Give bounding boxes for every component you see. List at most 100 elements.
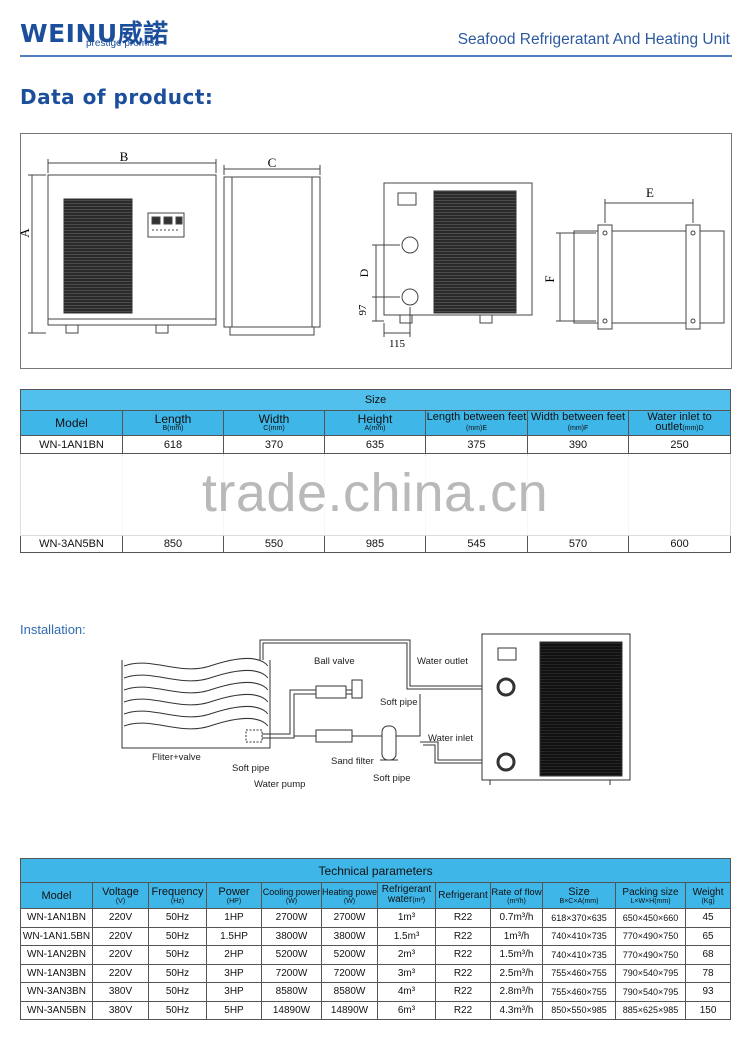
table-cell: R22 (435, 963, 491, 983)
table-cell: 68 (684, 945, 732, 965)
dim-label-d: D (357, 268, 371, 277)
table-cell: 220V (92, 945, 149, 965)
dim-label-97: 97 (357, 304, 369, 316)
size-col-length-feet: Length between feet (mm)E (425, 410, 528, 436)
tech-col-refrigerant-water: Refrigerant water(m³) (377, 882, 436, 909)
size-col-water: Water inlet to outlet(mm)D (627, 410, 732, 436)
product-dimension-diagram: B A C D 97 115 (20, 149, 725, 350)
front-view (28, 159, 217, 334)
tech-table-header-row: Model Voltage(V) Frequency(Hz) Power(HP)… (20, 882, 732, 909)
table-cell: 885×625×985 (615, 1000, 686, 1020)
table-cell: 50Hz (148, 908, 207, 928)
size-table-caption: Size (19, 389, 732, 411)
table-cell: 1.5m³/h (490, 945, 543, 965)
header-divider (20, 55, 732, 57)
water-tank (121, 658, 271, 749)
tech-col-heating: Heating power(W) (321, 882, 378, 909)
back-view (372, 182, 533, 337)
tech-col-frequency: Frequency(Hz) (148, 882, 207, 909)
table-cell: 50Hz (148, 1000, 207, 1020)
table-cell: 5HP (206, 1000, 262, 1020)
table-cell: 1.5HP (206, 926, 262, 946)
label-soft-pipe-bottom: Soft pipe (373, 773, 411, 784)
table-cell: 78 (684, 963, 732, 983)
table-cell: 150 (684, 1000, 732, 1020)
installation-diagram (121, 633, 631, 785)
table-cell: 8580W (321, 982, 378, 1002)
table-cell: 6m³ (377, 1000, 436, 1020)
table-cell: R22 (435, 1000, 491, 1020)
header-title: Seafood Refrigeratant And Heating Unit (457, 31, 730, 48)
label-soft-pipe-top: Soft pipe (380, 697, 418, 708)
table-cell: WN-1AN1BN (20, 908, 93, 928)
tech-col-weight: Weight(Kg) (684, 882, 732, 909)
table-cell: 3HP (206, 963, 262, 983)
tech-table-caption: Technical parameters (19, 858, 732, 883)
label-water-pump: Water pump (254, 779, 306, 790)
table-cell: 50Hz (148, 963, 207, 983)
table-cell: 1m³/h (490, 926, 543, 946)
dim-label-b: B (120, 149, 129, 164)
table-cell: 93 (684, 982, 732, 1002)
label-water-outlet: Water outlet (417, 656, 468, 667)
table-cell: 65 (684, 926, 732, 946)
size-col-width-feet: Width between feet (mm)F (527, 410, 629, 436)
table-cell: 790×540×795 (615, 963, 686, 983)
table-cell: R22 (435, 926, 491, 946)
table-cell: 45 (684, 908, 732, 928)
dim-label-a: A (20, 228, 32, 238)
table-cell: WN-3AN3BN (20, 982, 93, 1002)
table-cell: 770×490×750 (615, 945, 686, 965)
heat-pump-unit (481, 633, 631, 785)
table-cell: 380V (92, 1000, 149, 1020)
tech-parameters-table: Technical parameters Model Voltage(V) Fr… (19, 858, 732, 1020)
table-cell: 1.5m³ (377, 926, 436, 946)
table-cell: R22 (435, 982, 491, 1002)
table-cell: 8580W (261, 982, 322, 1002)
table-cell: WN-1AN3BN (20, 963, 93, 983)
label-sand-filter: Sand filter (331, 756, 374, 767)
dim-label-115: 115 (389, 338, 406, 350)
table-cell: 5200W (321, 945, 378, 965)
table-cell: 220V (92, 908, 149, 928)
tech-col-model: Model (20, 882, 93, 909)
tech-col-refrigerant: Refrigerant (435, 882, 491, 909)
dim-label-c: C (268, 155, 277, 170)
label-soft-pipe-left: Soft pipe (232, 763, 270, 774)
tech-col-flow: Rate of flow(m³/h) (490, 882, 543, 909)
pipes (259, 639, 498, 764)
tech-col-voltage: Voltage(V) (92, 882, 149, 909)
table-cell: 1m³ (377, 908, 436, 928)
table-cell: 770×490×750 (615, 926, 686, 946)
side-view (223, 165, 321, 336)
table-cell: 50Hz (148, 982, 207, 1002)
table-cell: 220V (92, 926, 149, 946)
table-cell: 50Hz (148, 945, 207, 965)
table-cell: 618×370×635 (542, 908, 616, 928)
table-cell: 755×460×755 (542, 982, 616, 1002)
table-cell: 7200W (321, 963, 378, 983)
tech-col-cooling: Cooling power(W) (261, 882, 322, 909)
label-water-inlet: Water inlet (428, 733, 474, 744)
table-cell: 2.5m³/h (490, 963, 543, 983)
table-cell: 3HP (206, 982, 262, 1002)
tech-col-power: Power(HP) (206, 882, 262, 909)
product-diagram-frame (20, 133, 732, 369)
section-title: Data of product: (20, 85, 214, 109)
table-cell: 380V (92, 982, 149, 1002)
table-cell: 2700W (321, 908, 378, 928)
watermark-overlay (21, 456, 729, 534)
table-cell: 7200W (261, 963, 322, 983)
table-cell: 50Hz (148, 926, 207, 946)
table-cell: R22 (435, 945, 491, 965)
table-cell: 14890W (261, 1000, 322, 1020)
